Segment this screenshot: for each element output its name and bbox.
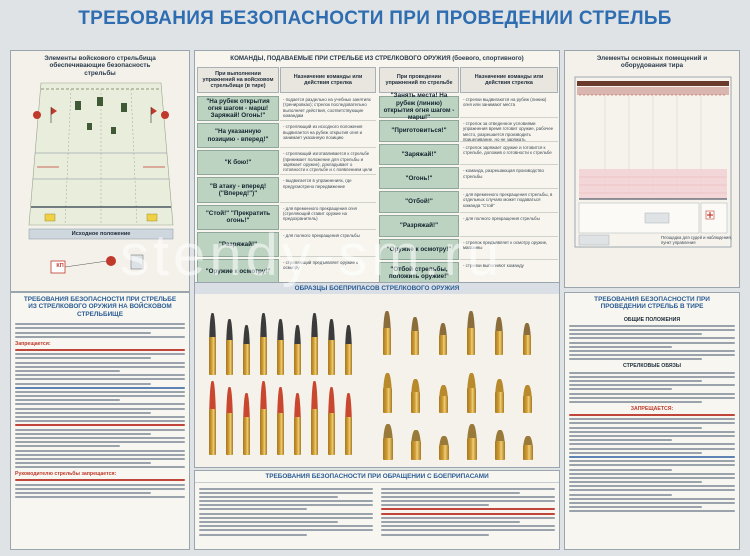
left-command-5: "Стой!" "Прекратить огонь!" (197, 204, 279, 230)
signals-heading: СТРЕЛКОВЫЕ ОБЯЗЫ (623, 363, 681, 370)
left-command-4: "В атаку - вперед! ("Вперед!")" (197, 177, 279, 203)
cartridges-heading: ОБРАЗЦЫ БОЕПРИПАСОВ СТРЕЛКОВОГО ОРУЖИЯ (195, 283, 559, 295)
cartridge-18 (345, 393, 352, 455)
safety-left-text: Запрещается: Руководителю стрельбы запре… (11, 323, 189, 499)
cartridge-36 (523, 436, 533, 460)
range-diagram-panel: Элементы войскового стрельбища обеспечив… (10, 50, 190, 292)
right-command-purpose-4: - команда, разрешающая производство стре… (460, 167, 558, 189)
left-command-7: "Оружие к осмотру!" (197, 258, 279, 284)
left-command-6: "Разряжай!" (197, 231, 279, 257)
cartridge-35 (495, 430, 505, 460)
cartridge-15 (294, 393, 301, 455)
right-command-purpose-2: - стрелок за отведенное условиями упражн… (460, 119, 558, 142)
cartridges-panel: ОБРАЗЦЫ БОЕПРИПАСОВ СТРЕЛКОВОГО ОРУЖИЯ (194, 282, 560, 468)
cartridge-29 (495, 379, 504, 413)
right-command-purpose-7: - стрелок предъявляет к осмотру оружие, … (460, 238, 558, 261)
right-command-purpose-3: - стрелок заряжает оружие и готовится к … (460, 143, 558, 166)
left-command-1: "На рубеж открытия огня шагом - марш! За… (197, 96, 279, 122)
cartridge-23 (495, 317, 503, 355)
right-command-8: "Отбой стрельбы, положить оружие!" (379, 262, 459, 284)
start-position-label: Исходное положение (71, 231, 131, 237)
right-command-7: "Оружие к осмотру!" (379, 238, 459, 261)
left-command-3: "К бою!" (197, 150, 279, 176)
cartridge-17 (328, 387, 335, 455)
safety-right-panel: ТРЕБОВАНИЯ БЕЗОПАСНОСТИ ПРИ ПРОВЕДЕНИИ С… (564, 292, 740, 550)
cartridge-32 (411, 430, 421, 460)
cartridge-25 (383, 373, 392, 413)
left-command-2: "На указанную позицию - вперед!" (197, 123, 279, 149)
prohibited-heading-1: Запрещается: (15, 340, 51, 347)
cartridge-33 (439, 436, 449, 460)
cartridge-31 (383, 424, 393, 460)
range-diagram-heading: Элементы войскового стрельбища обеспечив… (44, 55, 156, 77)
cartridge-13 (260, 381, 267, 455)
cartridge-6 (294, 325, 301, 375)
right-command-2: "Приготовиться!" (379, 119, 459, 142)
cartridge-28 (467, 373, 476, 413)
commands-panel: КОМАНДЫ, ПОДАВАЕМЫЕ ПРИ СТРЕЛЬБЕ ИЗ СТРЕ… (194, 50, 560, 288)
cartridge-7 (311, 313, 318, 375)
cartridge-2 (226, 319, 233, 375)
right-command-5: "Отбой!" (379, 191, 459, 213)
cartridge-27 (439, 385, 448, 413)
cartridge-20 (411, 317, 419, 355)
gallery-panel: Элементы основных помещений и оборудован… (564, 50, 740, 288)
right-command-purpose-1: - стрелки выдвигаются на рубеж (линию) о… (460, 96, 558, 118)
right-command-purpose-8: - стрелки выполняют команду (460, 262, 558, 284)
cartridge-30 (523, 385, 532, 413)
cartridge-1 (209, 313, 216, 375)
right-command-purpose-6: - для полного прекращения стрельбы (460, 214, 558, 237)
cartridge-samples (195, 295, 559, 467)
right-col-head-purpose: Назначение команды или действия стрелка (460, 67, 558, 93)
cartridge-24 (523, 323, 531, 355)
cartridge-21 (439, 323, 447, 355)
cartridge-26 (411, 379, 420, 413)
cartridge-12 (243, 393, 250, 455)
kp-label: КП (56, 263, 64, 269)
right-command-4: "Огонь!" (379, 167, 459, 189)
left-command-purpose-6: - для полного прекращения стрельбы (280, 231, 376, 257)
right-command-purpose-5: - для временного прекращения стрельбы, в… (460, 191, 558, 213)
cartridge-14 (277, 387, 284, 455)
gallery-legend: Площадка для судей и наблюдения, пункт у… (661, 235, 732, 246)
ammo-rules-heading: ТРЕБОВАНИЯ БЕЗОПАСНОСТИ ПРИ ОБРАЩЕНИИ С … (195, 471, 559, 484)
right-command-6: "Разряжай!" (379, 214, 459, 237)
left-col-head-purpose: Назначение команды или действия стрелка (280, 67, 376, 93)
safety-left-heading: ТРЕБОВАНИЯ БЕЗОПАСНОСТИ ПРИ СТРЕЛЬБЕ ИЗ … (23, 296, 177, 318)
safety-left-panel: ТРЕБОВАНИЯ БЕЗОПАСНОСТИ ПРИ СТРЕЛЬБЕ ИЗ … (10, 292, 190, 550)
right-command-3: "Заряжай!" (379, 143, 459, 166)
cartridge-5 (277, 319, 284, 375)
cartridge-19 (383, 311, 391, 355)
left-command-purpose-2: - стреляющий из исходного положения выдв… (280, 123, 376, 149)
cartridge-22 (467, 311, 475, 355)
cartridge-34 (467, 424, 477, 460)
gallery-heading: Элементы основных помещений и оборудован… (596, 55, 708, 70)
gallery-diagram (574, 76, 732, 248)
prohibited-heading-2: Руководителю стрельбы запрещается: (15, 471, 117, 478)
range-diagram (28, 82, 174, 274)
left-command-purpose-4: - выдвигается в упражнениях, где предусм… (280, 177, 376, 203)
general-heading: ОБЩИЕ ПОЛОЖЕНИЯ (623, 316, 681, 323)
commands-heading: КОМАНДЫ, ПОДАВАЕМЫЕ ПРИ СТРЕЛЬБЕ ИЗ СТРЕ… (230, 55, 524, 62)
left-col-head-command: При выполнении упражнений на войсковом с… (197, 67, 279, 93)
left-command-purpose-5: - для временного прекращения огня (стрел… (280, 204, 376, 230)
right-col-head-command: При проведении упражнений по стрельбе (379, 67, 459, 93)
safety-right-heading: ТРЕБОВАНИЯ БЕЗОПАСНОСТИ ПРИ ПРОВЕДЕНИИ С… (594, 296, 710, 311)
cartridge-3 (243, 325, 250, 375)
cartridge-11 (226, 387, 233, 455)
cartridge-4 (260, 313, 267, 375)
cartridge-16 (311, 381, 318, 455)
page-title: ТРЕБОВАНИЯ БЕЗОПАСНОСТИ ПРИ ПРОВЕДЕНИИ С… (78, 8, 672, 29)
left-command-purpose-3: - стреляющий изготавливается к стрельбе … (280, 150, 376, 176)
right-command-1: "Занять места! На рубеж (линию) открытия… (379, 92, 459, 121)
left-command-purpose-1: - подается раздельно на учебных занятиях… (280, 96, 376, 122)
cartridge-8 (328, 319, 335, 375)
prohibited-heading-right: ЗАПРЕЩАЕТСЯ: (630, 405, 674, 412)
cartridge-9 (345, 325, 352, 375)
cartridge-10 (209, 381, 216, 455)
left-command-purpose-7: - стреляющий предъявляет оружие к осмотр… (280, 258, 376, 284)
ammo-rules-panel: ТРЕБОВАНИЯ БЕЗОПАСНОСТИ ПРИ ОБРАЩЕНИИ С … (194, 470, 560, 550)
